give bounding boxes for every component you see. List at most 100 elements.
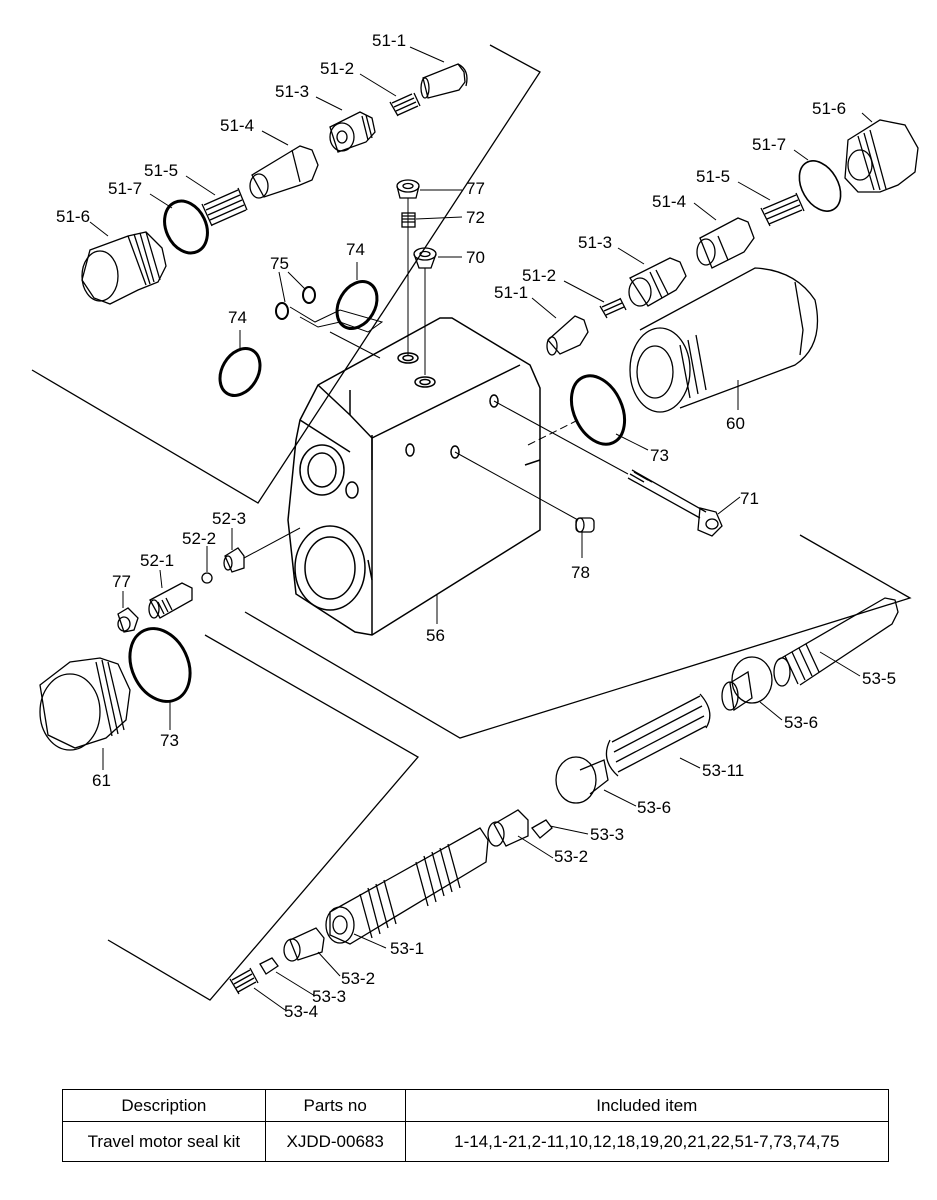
table-row: Travel motor seal kit XJDD-00683 1-14,1-… (62, 1121, 890, 1162)
plunger-52-1 (148, 582, 193, 619)
callout-53-3: 53-3 (590, 825, 624, 844)
callout-60: 60 (726, 414, 745, 433)
plunger-51-4-top (249, 145, 319, 199)
lower-left-assembly-outline (107, 634, 420, 1001)
plunger-51-4-right (696, 217, 755, 269)
callout-51-2: 51-2 (522, 266, 556, 285)
cell-description: Travel motor seal kit (62, 1121, 266, 1162)
callout-78: 78 (571, 563, 590, 582)
callout-53-1: 53-1 (390, 939, 424, 958)
column-header-included-item: Included item (404, 1089, 890, 1122)
spool-53-1 (325, 827, 489, 945)
pin-78 (575, 517, 595, 533)
plunger-51-1-top (420, 63, 468, 99)
spring-51-5-right (760, 192, 805, 227)
plug-51-3-top (329, 111, 376, 153)
callout-51-4: 51-4 (652, 192, 686, 211)
callout-77: 77 (112, 572, 131, 591)
column-header-description: Description (62, 1089, 266, 1122)
oring-51-7-right (798, 160, 842, 212)
callout-71: 71 (740, 489, 759, 508)
callout-56: 56 (426, 626, 445, 645)
guide-75-frame (289, 306, 384, 359)
cap-61 (39, 657, 131, 751)
oring-75-a (275, 302, 289, 320)
oring-75-b (302, 286, 316, 304)
spring-53-11 (605, 693, 711, 777)
callout-61: 61 (92, 771, 111, 790)
callout-53-4: 53-4 (284, 1002, 318, 1021)
callout-51-2: 51-2 (320, 59, 354, 78)
callout-53-6: 53-6 (637, 798, 671, 817)
callout-51-5: 51-5 (696, 167, 730, 186)
lower-right-assembly-outline (244, 534, 912, 739)
callout-75: 75 (270, 254, 289, 273)
axis-73 (527, 419, 579, 446)
piston-53-2-lower (283, 927, 325, 962)
oring-51-7-top (163, 199, 209, 255)
exploded-parts-diagram: 51-1 51-2 51-3 51-4 51-5 51-7 51-6 51-6 … (31, 31, 919, 1021)
callout-51-7: 51-7 (108, 179, 142, 198)
plug-51-3-right (628, 257, 687, 307)
callout-51-7: 51-7 (752, 135, 786, 154)
callout-52-3: 52-3 (212, 509, 246, 528)
plug-77-top (396, 179, 420, 199)
seal-kit-table: Description Parts no Included item Trave… (62, 1089, 890, 1162)
oring-73-left (128, 627, 192, 703)
callout-74: 74 (228, 308, 247, 327)
spool-53-5 (773, 597, 899, 687)
axis-78 (454, 451, 579, 521)
callout-51-6: 51-6 (56, 207, 90, 226)
piston-53-2-upper (487, 809, 529, 847)
callout-52-1: 52-1 (140, 551, 174, 570)
axis-52 (243, 527, 301, 559)
callout-53-2: 53-2 (341, 969, 375, 988)
spring-51-2-right (599, 297, 627, 319)
column-header-parts-no: Parts no (264, 1089, 406, 1122)
pin-53-3-lower (259, 957, 279, 975)
callout-53-5: 53-5 (862, 669, 896, 688)
oring-74-top (335, 280, 379, 330)
callout-52-2: 52-2 (182, 529, 216, 548)
seat-53-6-lower (555, 756, 609, 804)
callout-53-11: 53-11 (702, 761, 744, 780)
callout-51-4: 51-4 (220, 116, 254, 135)
callout-53-2: 53-2 (554, 847, 588, 866)
table-header-row: Description Parts no Included item (62, 1089, 890, 1122)
callout-73: 73 (650, 446, 669, 465)
callout-51-3: 51-3 (578, 233, 612, 252)
callout-70: 70 (466, 248, 485, 267)
bolt-71 (627, 469, 723, 537)
axis-71 (493, 400, 629, 475)
callout-53-3: 53-3 (312, 987, 346, 1006)
cylinder-60 (629, 267, 819, 413)
callout-53-6: 53-6 (784, 713, 818, 732)
callout-51-1: 51-1 (494, 283, 528, 302)
seat-53-6-upper (721, 656, 773, 712)
plug-70 (413, 247, 437, 269)
cap-51-6-right (844, 119, 919, 193)
housing-56 (287, 317, 541, 636)
callout-51-6: 51-6 (812, 99, 846, 118)
callout-51-5: 51-5 (144, 161, 178, 180)
callout-51-1: 51-1 (372, 31, 406, 50)
plug-77-left (117, 607, 139, 633)
cap-51-6-top (81, 231, 167, 305)
callout-74: 74 (346, 240, 365, 259)
callout-73: 73 (160, 731, 179, 750)
callout-labels: 51-1 51-2 51-3 51-4 51-5 51-7 51-6 51-6 … (56, 31, 896, 1021)
pin-53-3-upper (531, 819, 553, 839)
oring-74-left (218, 347, 262, 397)
spring-53-4 (229, 967, 259, 995)
plunger-51-1-right (546, 315, 589, 356)
cell-parts-no: XJDD-00683 (264, 1121, 406, 1162)
spring-51-5-top (201, 187, 248, 227)
upper-assembly-outline (31, 44, 541, 504)
plug-52-3 (223, 547, 245, 573)
ball-52-2 (201, 572, 213, 584)
oring-73-right (569, 374, 627, 446)
callout-51-3: 51-3 (275, 82, 309, 101)
leader-lines (89, 46, 873, 1011)
callout-77: 77 (466, 179, 485, 198)
spring-51-2-top (389, 92, 421, 117)
